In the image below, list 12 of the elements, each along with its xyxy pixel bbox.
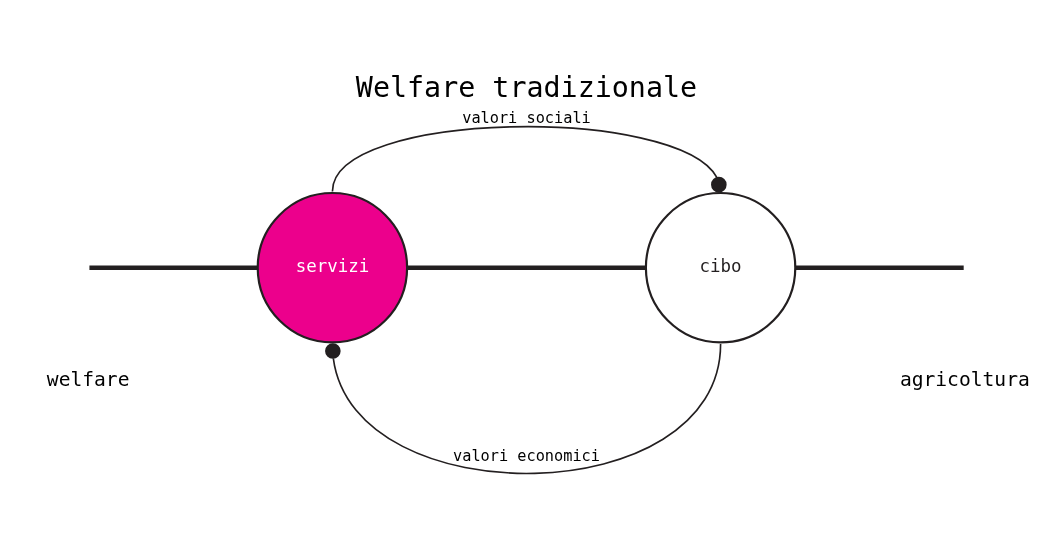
connector bbox=[89, 265, 258, 270]
edge-label: valori economici bbox=[453, 446, 600, 465]
node-circle: cibo bbox=[644, 191, 797, 344]
label: agricoltura bbox=[899, 367, 1030, 391]
connector bbox=[331, 126, 727, 193]
connector bbox=[795, 265, 964, 270]
edge-label: valori sociali bbox=[462, 108, 591, 127]
connector bbox=[325, 343, 722, 475]
node-circle: servizi bbox=[256, 191, 409, 344]
connector bbox=[407, 265, 646, 270]
label: welfare bbox=[46, 367, 130, 391]
diagram-title: Welfare tradizionale bbox=[355, 71, 698, 105]
